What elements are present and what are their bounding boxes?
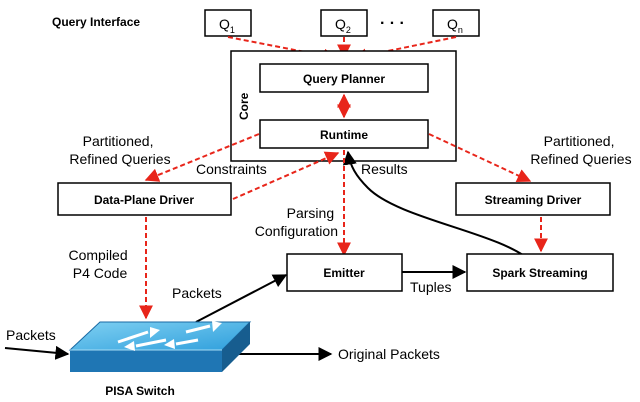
- left-partitioned-label: Partitioned, Refined Queries: [69, 133, 170, 167]
- query-box-q2: Q2: [320, 9, 368, 37]
- constraints-label: Constraints: [196, 161, 267, 177]
- arrow-runtime-to-dataplane: [144, 133, 260, 182]
- arrow-qn-to-planner: [352, 36, 457, 63]
- query-planner-box: [259, 63, 429, 93]
- compiled-p4-label: Compiled P4 Code: [68, 247, 131, 281]
- pisa-switch-icon: [68, 321, 252, 372]
- runtime-box: [259, 119, 429, 149]
- packets-up-label: Packets: [172, 285, 222, 301]
- arrow-switch-to-emitter: [195, 274, 288, 323]
- query-ellipsis: · · ·: [380, 15, 405, 32]
- query-planner-label: Query Planner: [303, 72, 385, 86]
- arrow-packets-in: [4, 345, 70, 360]
- right-partitioned-label: Partitioned, Refined Queries: [530, 133, 631, 167]
- core-label: Core: [237, 92, 251, 120]
- query-box-q1: Q1: [204, 9, 252, 37]
- spark-streaming-box: [466, 253, 614, 292]
- runtime-label: Runtime: [320, 128, 368, 142]
- emitter-box: [286, 253, 403, 292]
- tuples-label: Tuples: [410, 279, 452, 295]
- spark-streaming-label: Spark Streaming: [492, 266, 587, 280]
- query-interface-label: Query Interface: [52, 15, 140, 29]
- pisa-switch-label: PISA Switch: [105, 384, 175, 398]
- svg-text:Q2: Q2: [335, 16, 351, 35]
- svg-text:Qn: Qn: [447, 16, 463, 35]
- packets-in-label: Packets: [6, 327, 56, 343]
- emitter-label: Emitter: [323, 266, 365, 280]
- streaming-driver-box: [455, 182, 611, 216]
- arrow-constraints: [232, 151, 340, 200]
- arrow-runtime-to-streaming: [428, 133, 532, 183]
- original-packets-label: Original Packets: [338, 346, 440, 362]
- data-plane-driver-label: Data-Plane Driver: [94, 193, 194, 207]
- arrow-results: [342, 150, 533, 263]
- parsing-config-label: Parsing Configuration: [255, 205, 338, 239]
- data-plane-driver-box: [57, 182, 232, 216]
- streaming-driver-label: Streaming Driver: [485, 193, 582, 207]
- svg-text:Q1: Q1: [219, 16, 235, 35]
- results-label: Results: [361, 161, 408, 177]
- query-box-qn: Qn: [432, 9, 480, 37]
